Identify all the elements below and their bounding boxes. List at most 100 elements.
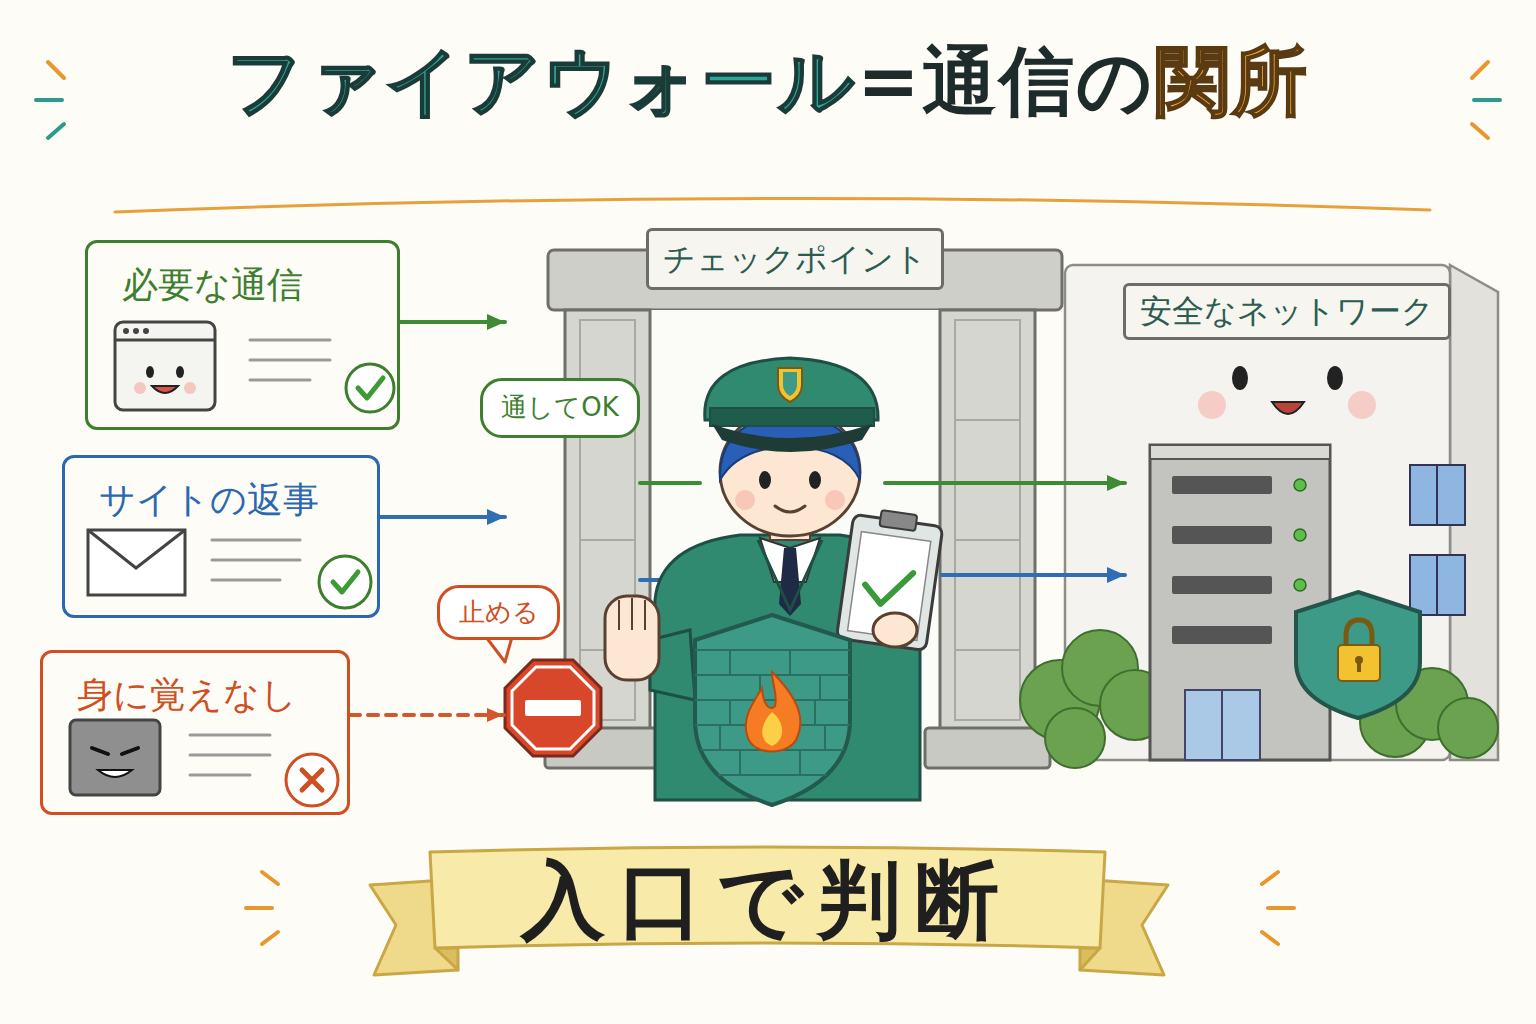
title-decoration-part xyxy=(1472,62,1488,78)
message-card: 身に覚えなし xyxy=(40,650,350,815)
guard-figure-part xyxy=(873,613,917,647)
building-part-part xyxy=(1294,529,1306,541)
gate-part-part xyxy=(580,539,635,541)
guard-figure-part-part xyxy=(879,510,917,531)
arrow-stubs-part xyxy=(640,481,700,485)
guard-figure-part xyxy=(759,471,771,489)
building-part xyxy=(1150,445,1330,459)
building-part xyxy=(1436,465,1438,525)
title-decoration-part xyxy=(48,62,64,78)
title-decoration-part xyxy=(115,198,1430,212)
title-segment: ファイアウォール xyxy=(227,37,857,125)
node-text: サイトの返事 xyxy=(99,478,319,521)
building-part xyxy=(1436,555,1438,615)
card-icons-part xyxy=(176,366,184,378)
building-part xyxy=(1348,391,1376,419)
building-part xyxy=(1346,620,1372,648)
card-icons-part xyxy=(358,378,383,398)
card-icons-part xyxy=(302,770,322,790)
guard-figure-part-part xyxy=(814,700,816,725)
card-icons-part xyxy=(133,328,139,334)
guard-figure-part xyxy=(836,506,944,650)
stop-sign-part xyxy=(512,667,594,749)
building-part-part xyxy=(1172,626,1272,644)
building-part xyxy=(1221,690,1223,760)
card-icons-part xyxy=(250,340,330,380)
card-icons-part xyxy=(98,770,132,777)
stop-sign-part xyxy=(525,700,581,716)
card-icons-part xyxy=(184,382,196,394)
banner-sparks-part xyxy=(262,932,278,944)
gate-part xyxy=(925,728,1050,768)
card-icons xyxy=(70,322,394,806)
card-icons-part xyxy=(134,382,146,394)
card-icons-part xyxy=(88,530,185,595)
card-icons-part xyxy=(152,386,178,393)
building-part xyxy=(1185,690,1260,760)
title-text: ファイアウォール=通信の関所 xyxy=(0,36,1536,126)
building-part xyxy=(1272,402,1304,414)
guard-figure-part xyxy=(619,598,645,630)
card-icons-part xyxy=(115,339,215,342)
speech-bubble: 通してOK xyxy=(480,378,640,438)
building-part xyxy=(1410,465,1465,525)
guard-figure-part-part xyxy=(690,649,860,651)
banner-ribbon-part xyxy=(435,948,458,970)
gate-part-part xyxy=(955,649,1020,651)
card-icons-part xyxy=(70,720,160,795)
building-part-part xyxy=(1172,526,1272,544)
building-part xyxy=(1357,662,1361,672)
card-icons-part-part xyxy=(250,359,330,362)
building-part-part xyxy=(1294,479,1306,491)
node-text: 身に覚えなし xyxy=(77,673,297,716)
building-part xyxy=(1296,592,1420,718)
bubble-tails-part xyxy=(486,637,512,662)
message-card: 必要な通信 xyxy=(85,240,400,430)
guard-figure-part-part xyxy=(739,750,741,775)
building-part xyxy=(1338,645,1380,681)
node-text: 通してOK xyxy=(501,392,619,423)
guard-figure-part-part xyxy=(690,774,860,776)
guard-figure-part-part xyxy=(819,675,821,700)
title-decoration-part xyxy=(1474,98,1500,102)
gate-part xyxy=(955,320,1020,720)
title-decoration-part xyxy=(48,124,64,138)
flow-arrow xyxy=(380,515,505,519)
guard-figure-part-part xyxy=(863,567,913,608)
guard-figure-part-part xyxy=(824,725,826,750)
title-segment: =通信の xyxy=(857,37,1155,125)
card-icons-part-part xyxy=(190,774,250,777)
banner-caption: 入口で判断 xyxy=(432,852,1102,948)
guard-figure-part xyxy=(809,471,821,489)
building-part xyxy=(1232,366,1248,390)
stop-sign-part xyxy=(505,660,601,756)
card-icons-part-part xyxy=(190,754,270,757)
checkpoint-gate: チェックポイント xyxy=(505,225,1055,770)
banner-ribbon-part xyxy=(1080,948,1100,970)
card-icons-part-part xyxy=(250,339,330,342)
card-icons-part xyxy=(286,754,338,806)
card-icons-part-part xyxy=(250,379,310,382)
title-decoration-part xyxy=(1472,124,1488,138)
banner-ribbon xyxy=(370,847,1168,975)
title-decoration-part xyxy=(36,98,62,102)
banner-sparks-part xyxy=(246,906,272,910)
message-card: サイトの返事 xyxy=(62,455,380,618)
card-icons-part-part xyxy=(212,559,300,562)
guard-figure-part-part xyxy=(729,700,731,725)
building-part xyxy=(1198,391,1226,419)
speech-bubble: 止める xyxy=(437,585,560,640)
node-text: 必要な通信 xyxy=(122,263,303,306)
guard-figure-part xyxy=(778,368,802,402)
guard-figure-part xyxy=(712,424,872,452)
flow-arrow xyxy=(350,713,505,717)
sign-plate-text: 安全なネットワーク xyxy=(1123,283,1451,340)
arrow-stubs-part xyxy=(885,481,1056,485)
banner-sparks-part xyxy=(262,872,278,884)
building-part xyxy=(1327,366,1343,390)
guard-figure-part xyxy=(690,650,860,775)
card-icons-part-part xyxy=(212,539,300,542)
gate-part-part xyxy=(955,539,1020,541)
guard-figure-part xyxy=(775,506,805,512)
